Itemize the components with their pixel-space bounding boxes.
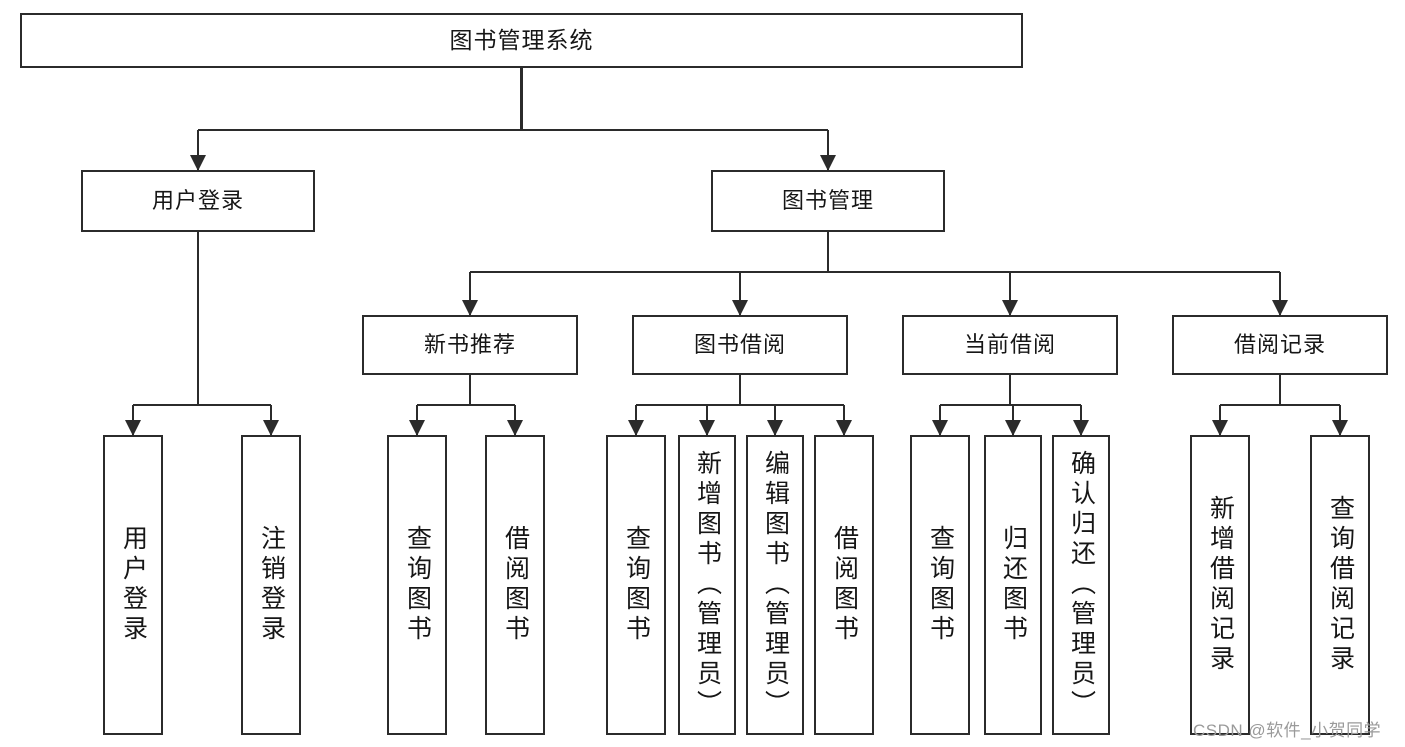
connector-drop: [196, 130, 200, 170]
arrow-head-icon: [263, 420, 279, 436]
connector-bus: [198, 128, 828, 132]
connector-drop: [826, 130, 830, 170]
connector-stem: [196, 232, 200, 405]
connector-stem: [1278, 375, 1282, 405]
connector-bus: [133, 403, 271, 407]
arrow-head-icon: [507, 420, 523, 436]
node-book-borrow[interactable]: 图书借阅: [632, 315, 848, 375]
connector-drop: [738, 272, 742, 315]
node-leaf-query-borrow-record[interactable]: 查询借阅记录: [1310, 435, 1370, 735]
arrow-head-icon: [125, 420, 141, 436]
node-leaf-edit-book-admin[interactable]: 编辑图书（管理员）: [746, 435, 804, 735]
node-leaf-user-login[interactable]: 用户登录: [103, 435, 163, 735]
connector-bus: [636, 403, 844, 407]
node-leaf-borrow-book-2[interactable]: 借阅图书: [814, 435, 874, 735]
node-leaf-borrow-book-1[interactable]: 借阅图书: [485, 435, 545, 735]
node-borrow-record[interactable]: 借阅记录: [1172, 315, 1388, 375]
connector-drop: [1008, 272, 1012, 315]
connector-stem: [826, 232, 830, 272]
node-leaf-add-borrow-record[interactable]: 新增借阅记录: [1190, 435, 1250, 735]
arrow-head-icon: [820, 155, 836, 171]
node-user-login[interactable]: 用户登录: [81, 170, 315, 232]
node-leaf-query-book-3[interactable]: 查询图书: [910, 435, 970, 735]
arrow-head-icon: [628, 420, 644, 436]
arrow-head-icon: [1212, 420, 1228, 436]
node-root-book-management-system[interactable]: 图书管理系统: [20, 13, 1023, 68]
node-leaf-user-logout[interactable]: 注销登录: [241, 435, 301, 735]
connector-drop: [468, 272, 472, 315]
node-leaf-confirm-return-admin[interactable]: 确认归还（管理员）: [1052, 435, 1110, 735]
connector-bus: [417, 403, 515, 407]
connector-stem: [1008, 375, 1012, 405]
node-new-book-recommend[interactable]: 新书推荐: [362, 315, 578, 375]
arrow-head-icon: [1332, 420, 1348, 436]
node-current-borrow[interactable]: 当前借阅: [902, 315, 1118, 375]
arrow-head-icon: [1272, 300, 1288, 316]
connector-bus: [940, 403, 1081, 407]
arrow-head-icon: [836, 420, 852, 436]
connector-drop: [1278, 272, 1282, 315]
arrow-head-icon: [409, 420, 425, 436]
connector-bus: [470, 270, 1280, 274]
arrow-head-icon: [1073, 420, 1089, 436]
node-leaf-query-book-2[interactable]: 查询图书: [606, 435, 666, 735]
arrow-head-icon: [1005, 420, 1021, 436]
arrow-head-icon: [732, 300, 748, 316]
arrow-head-icon: [767, 420, 783, 436]
node-leaf-query-book-1[interactable]: 查询图书: [387, 435, 447, 735]
connector-stem: [738, 375, 742, 405]
node-leaf-add-book-admin[interactable]: 新增图书（管理员）: [678, 435, 736, 735]
arrow-head-icon: [190, 155, 206, 171]
arrow-head-icon: [1002, 300, 1018, 316]
connector-stem: [520, 68, 523, 130]
arrow-head-icon: [932, 420, 948, 436]
arrow-head-icon: [462, 300, 478, 316]
node-leaf-return-book[interactable]: 归还图书: [984, 435, 1042, 735]
arrow-head-icon: [699, 420, 715, 436]
node-book-manage[interactable]: 图书管理: [711, 170, 945, 232]
connector-stem: [468, 375, 472, 405]
connector-bus: [1220, 403, 1340, 407]
